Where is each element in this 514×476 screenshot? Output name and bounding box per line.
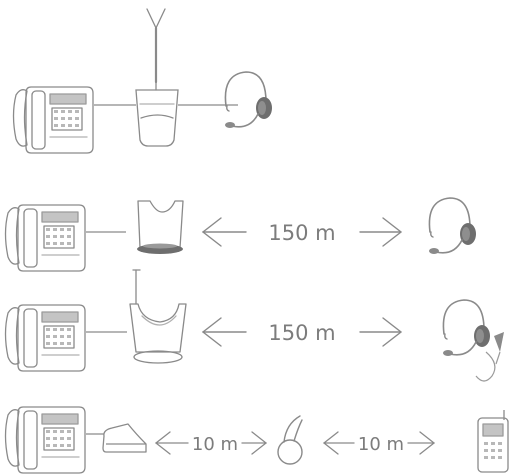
- row-4: 10 m 10 m: [4, 406, 509, 474]
- wireless-base-icon: [137, 200, 184, 254]
- range-arrow: [322, 431, 436, 455]
- row-1: [12, 8, 273, 154]
- range-label-2: 10 m: [358, 434, 404, 455]
- wireless-base-lifter-icon: [129, 269, 187, 364]
- range-arrow: [154, 431, 268, 455]
- amplifier-icon: [135, 8, 179, 147]
- desk-phone-icon: [4, 204, 86, 272]
- range-label-1: 10 m: [192, 434, 238, 455]
- range-label: 150 m: [268, 221, 335, 245]
- desk-phone-icon: [4, 304, 86, 372]
- bluetooth-adapter-icon: [102, 423, 147, 453]
- headset-icon: [224, 71, 273, 129]
- row-3: 150 m: [4, 269, 504, 382]
- range-arrow: [201, 317, 403, 347]
- desk-phone-icon: [4, 406, 86, 474]
- row-2: 150 m: [4, 197, 477, 272]
- earpiece-icon: [277, 415, 303, 465]
- headset-icon: [428, 197, 477, 255]
- range-label: 150 m: [268, 321, 335, 345]
- range-arrow: [201, 217, 403, 247]
- desk-phone-icon: [12, 86, 94, 154]
- headset-with-cable-icon: [442, 299, 504, 382]
- mobile-phone-icon: [477, 410, 509, 473]
